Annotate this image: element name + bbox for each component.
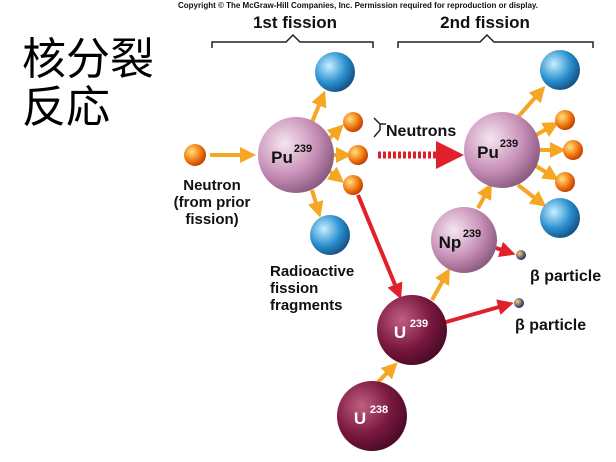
neutron	[555, 110, 575, 130]
svg-text:238: 238	[370, 404, 388, 416]
fission-fragment	[310, 215, 350, 255]
neutron	[343, 175, 363, 195]
beta-label-1: β particle	[530, 268, 601, 285]
svg-text:Neutron: Neutron	[183, 177, 241, 194]
pu239-second: Pu 239	[464, 112, 540, 188]
beta-label-2: β particle	[515, 317, 586, 334]
incoming-neutron	[184, 144, 206, 166]
svg-text:fission): fission)	[185, 211, 238, 228]
neutrons-label: Neutrons	[386, 123, 456, 140]
fragments-label: Radioactive fission fragments	[270, 263, 354, 314]
svg-text:fission: fission	[270, 280, 318, 297]
svg-text:239: 239	[500, 138, 518, 150]
u239: U 239	[377, 295, 447, 365]
svg-text:Pu: Pu	[477, 143, 499, 162]
fission-fragment	[315, 52, 355, 92]
neutrons-brace	[373, 117, 386, 138]
title-line1: 核分裂	[22, 34, 154, 85]
svg-text:U: U	[354, 409, 366, 428]
svg-text:239: 239	[410, 318, 428, 330]
u238: U 238	[337, 381, 407, 451]
svg-text:239: 239	[294, 143, 312, 155]
neutron	[343, 112, 363, 132]
fission-fragment	[540, 198, 580, 238]
svg-text:(from prior: (from prior	[174, 194, 251, 211]
neutron	[563, 140, 583, 160]
svg-text:U: U	[394, 323, 406, 342]
svg-text:239: 239	[463, 228, 481, 240]
neutron	[555, 172, 575, 192]
svg-text:Pu: Pu	[271, 148, 293, 167]
copyright-text: Copyright © The McGraw-Hill Companies, I…	[178, 1, 538, 10]
stage2-label: 2nd fission	[440, 13, 530, 32]
np239: Np 239	[431, 207, 497, 273]
stage1-brace	[211, 33, 374, 48]
stage2-brace	[397, 33, 594, 48]
svg-text:fragments: fragments	[270, 297, 343, 314]
pu239-first: Pu 239	[258, 117, 334, 193]
svg-text:Radioactive: Radioactive	[270, 263, 354, 280]
title-line2: 反応	[22, 82, 110, 133]
beta-particle	[516, 250, 526, 260]
stage1-label: 1st fission	[253, 13, 337, 32]
red-arrows	[356, 194, 516, 324]
svg-text:Np: Np	[439, 233, 462, 252]
neutron-label: Neutron (from prior fission)	[174, 177, 251, 228]
neutron	[348, 145, 368, 165]
fission-fragment	[540, 50, 580, 90]
beta-particle	[514, 298, 524, 308]
